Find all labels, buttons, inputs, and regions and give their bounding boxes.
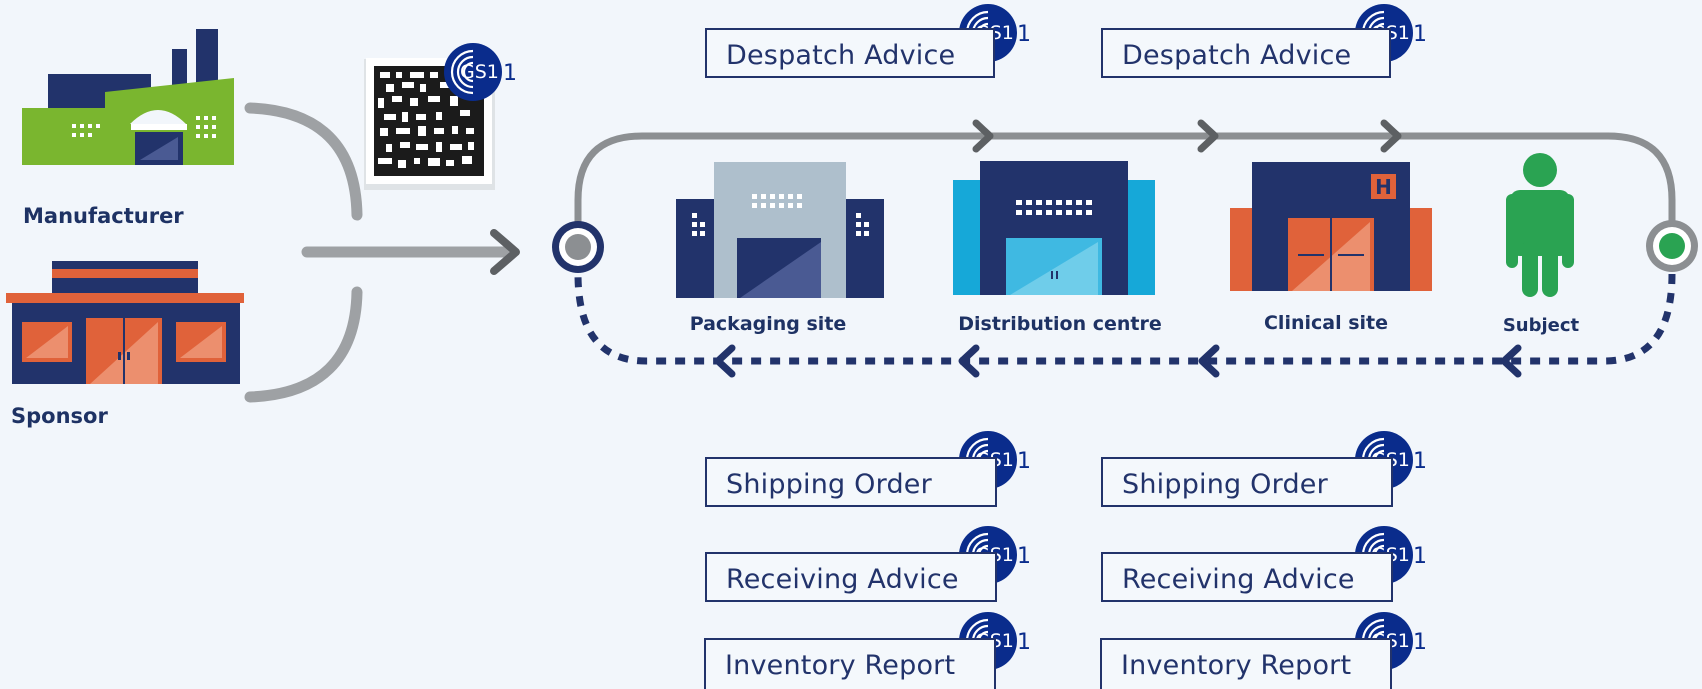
- svg-text:1: 1: [1413, 22, 1427, 47]
- forward-flow-line: [574, 132, 1676, 228]
- end-point-icon: [1646, 220, 1698, 272]
- manufacturer-label: Manufacturer: [23, 204, 184, 228]
- datamatrix-barcode-icon: [364, 58, 495, 190]
- svg-text:1: 1: [1413, 449, 1427, 474]
- packaging-site-label: Packaging site: [690, 313, 847, 335]
- inventory-report-box-2: Inventory Report: [1100, 638, 1392, 689]
- svg-text:1: 1: [1017, 22, 1031, 47]
- gs1-logo-icon: GS1: [442, 41, 504, 103]
- svg-text:1: 1: [1017, 449, 1031, 474]
- shipping-order-label: Shipping Order: [726, 469, 932, 500]
- svg-text:GS1: GS1: [460, 61, 499, 83]
- arrow-head-icon: [490, 229, 520, 275]
- distribution-centre-icon: [953, 161, 1155, 295]
- shipping-order-box-1: Shipping Order: [705, 457, 997, 507]
- distribution-centre-label: Distribution centre: [958, 313, 1162, 335]
- svg-text:1: 1: [1017, 630, 1031, 655]
- clinical-site-label: Clinical site: [1264, 312, 1388, 334]
- inventory-report-box-1: Inventory Report: [704, 638, 996, 689]
- receiving-advice-box-1: Receiving Advice: [705, 552, 997, 602]
- clinical-site-icon: H: [1230, 162, 1432, 291]
- svg-text:1: 1: [1413, 630, 1427, 655]
- shipping-order-box-2: Shipping Order: [1101, 457, 1393, 507]
- packaging-site-icon: [676, 162, 884, 298]
- receiving-advice-label: Receiving Advice: [726, 564, 959, 595]
- despatch-advice-label: Despatch Advice: [726, 40, 956, 71]
- return-flow-line: [574, 273, 1676, 365]
- despatch-advice-box-2: Despatch Advice: [1101, 28, 1391, 78]
- merge-arrow: [244, 102, 516, 403]
- subject-person-icon: [1506, 153, 1574, 297]
- receiving-advice-box-2: Receiving Advice: [1101, 552, 1393, 602]
- inventory-report-label: Inventory Report: [1121, 650, 1352, 681]
- inventory-report-label: Inventory Report: [725, 650, 956, 681]
- despatch-advice-box-1: Despatch Advice: [705, 28, 995, 78]
- svg-text:1: 1: [1413, 544, 1427, 569]
- svg-text:1: 1: [1017, 544, 1031, 569]
- subject-label: Subject: [1503, 315, 1580, 336]
- return-arrow-heads: [714, 344, 1522, 378]
- sponsor-building-icon: [6, 261, 244, 384]
- despatch-advice-label: Despatch Advice: [1122, 40, 1352, 71]
- gs1-one-glyphs: 1 1 1 1 1 1 1 1: [1017, 22, 1427, 655]
- shipping-order-label: Shipping Order: [1122, 469, 1328, 500]
- hospital-h-icon: H: [1375, 175, 1392, 199]
- svg-text:1: 1: [503, 61, 517, 86]
- forward-arrow-heads: [972, 119, 1402, 153]
- manufacturer-factory-icon: [22, 29, 234, 165]
- receiving-advice-label: Receiving Advice: [1122, 564, 1355, 595]
- sponsor-label: Sponsor: [11, 404, 108, 428]
- start-point-icon: [552, 221, 604, 273]
